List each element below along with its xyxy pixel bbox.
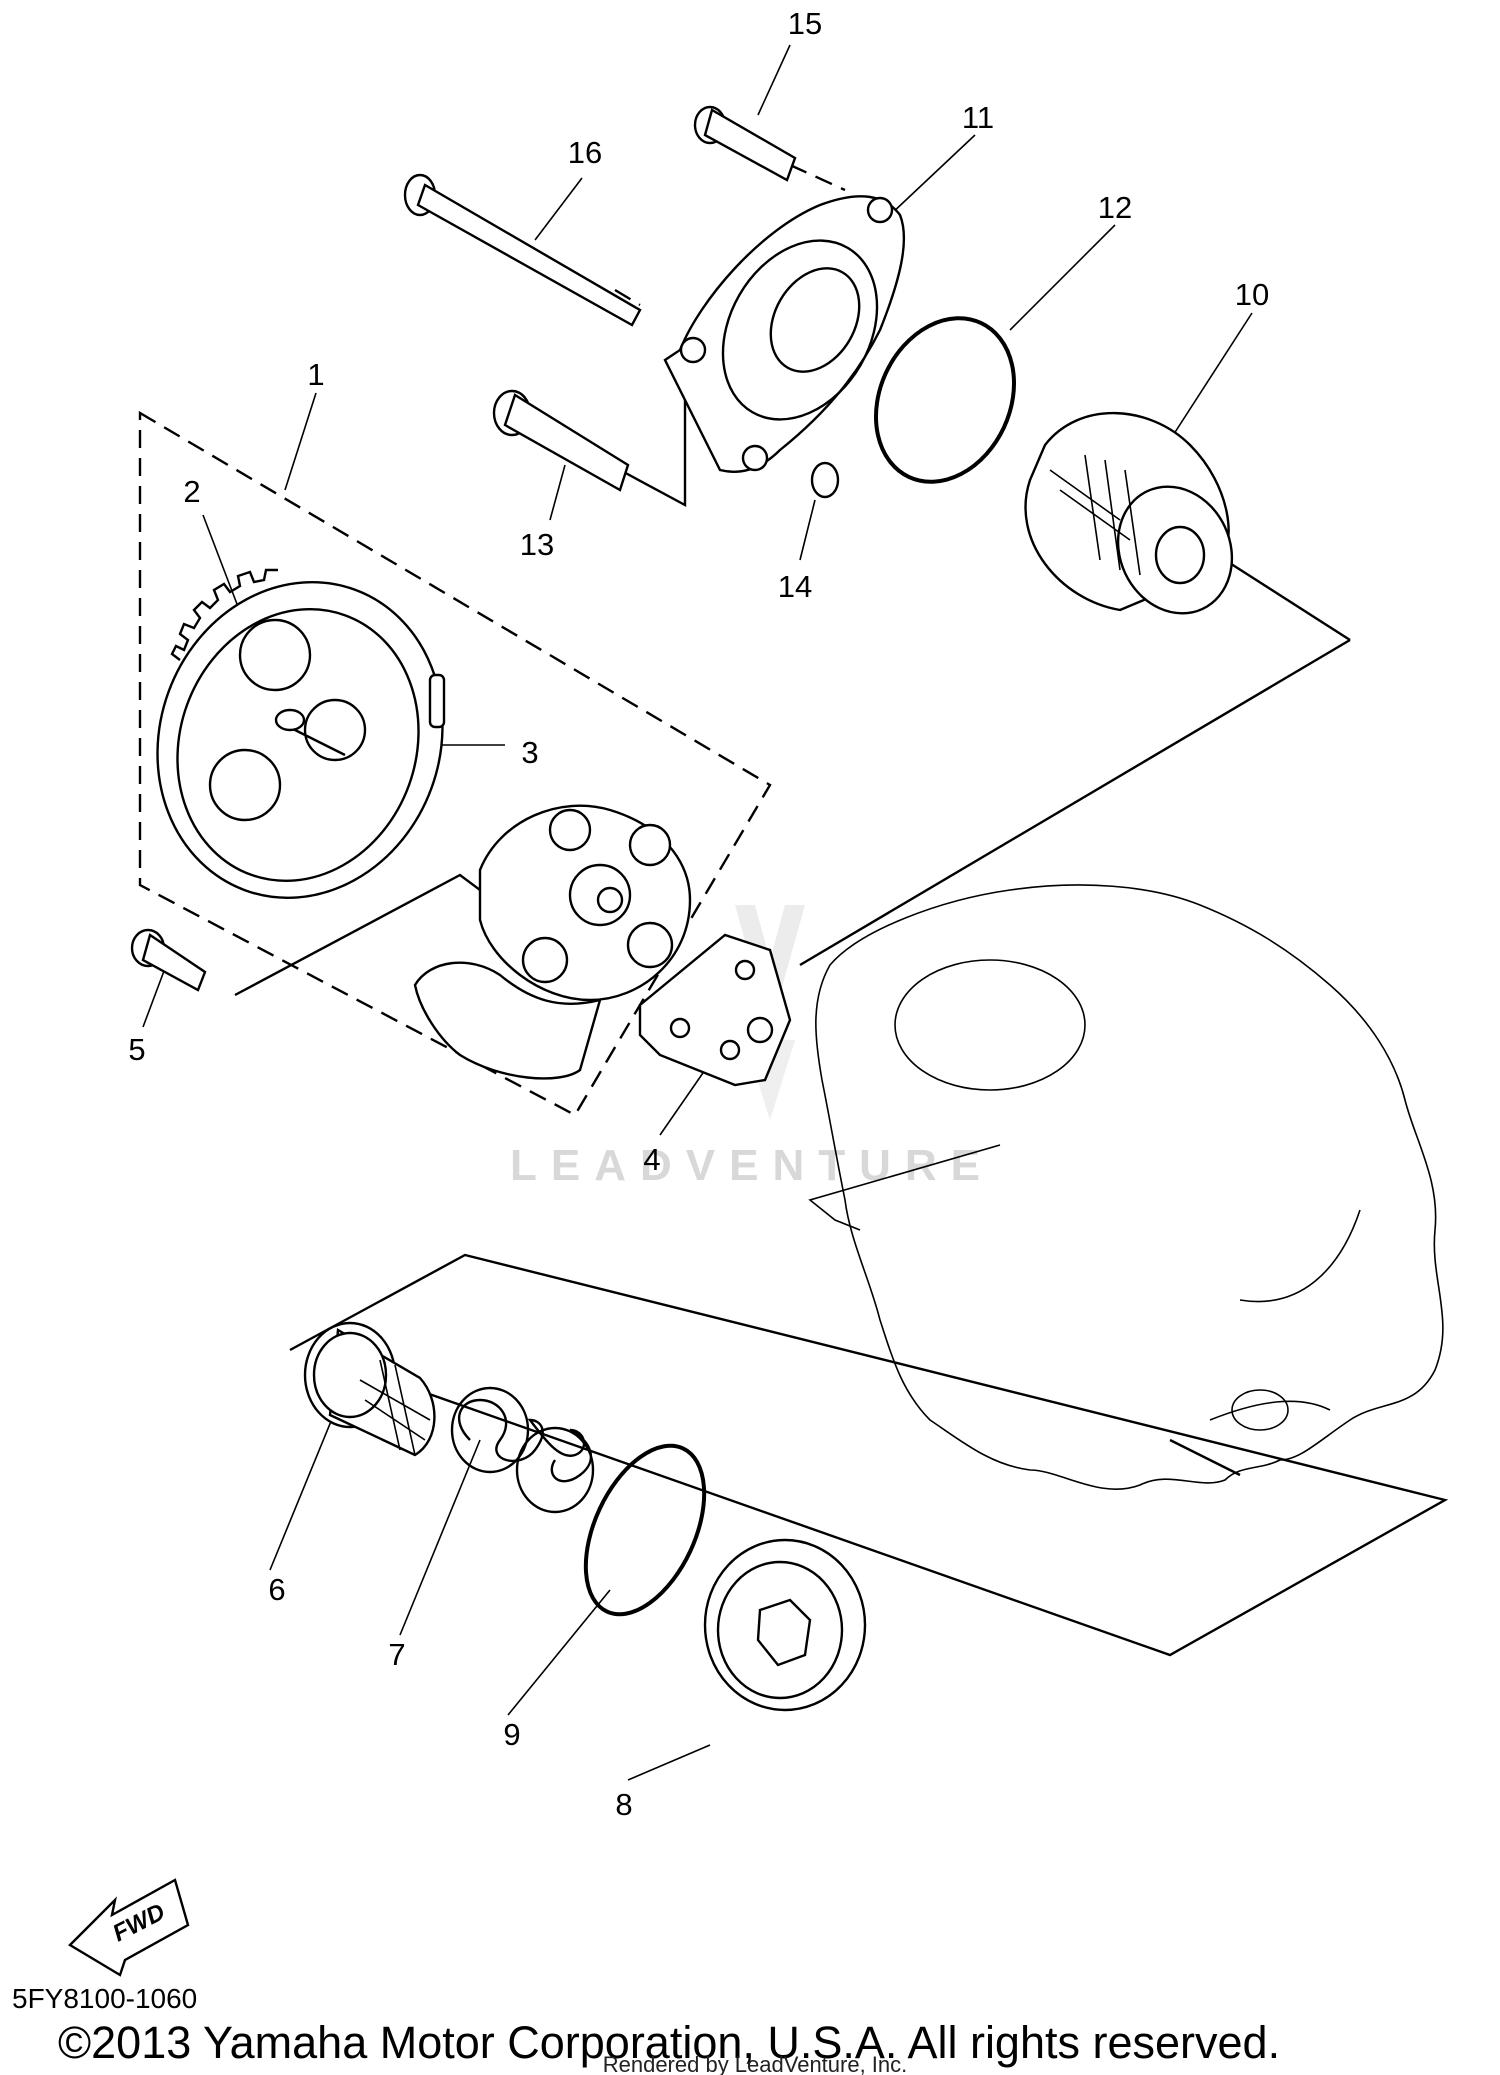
oil-filter-cover: [663, 195, 906, 473]
oil-strainer: [303, 1321, 436, 1457]
callout-13: 13: [520, 527, 554, 562]
watermark-text: LEADVENTURE: [510, 1141, 994, 1190]
relief-spring: [450, 1386, 595, 1514]
callout-2: 2: [183, 474, 200, 509]
oil-pump-assembly-group: [138, 410, 772, 1117]
cover-bolt-flange: [693, 105, 797, 182]
diagram-code: 5FY8100-1060: [12, 1983, 197, 2014]
oil-filter: [1024, 411, 1234, 615]
copyright-notice: ©2013 Yamaha Motor Corporation, U.S.A. A…: [58, 2017, 1280, 2068]
callout-4: 4: [643, 1142, 660, 1177]
callout-11: 11: [962, 100, 994, 135]
leader-lines: [142, 44, 1253, 1781]
drain-plug: [703, 1538, 867, 1712]
oil-pump-body: [413, 804, 692, 1080]
callout-14: 14: [778, 569, 812, 604]
pump-screw: [130, 928, 207, 992]
callout-8: 8: [615, 1787, 632, 1822]
callout-1: 1: [307, 357, 324, 392]
case-contour-line: [1239, 1209, 1361, 1303]
crankcase-outline: [815, 884, 1444, 1490]
rendered-by-notice: Rendered by LeadVenture, Inc.: [603, 2052, 908, 2075]
forward-direction-arrow: FWD: [68, 1878, 190, 1977]
callout-15: 15: [788, 6, 822, 41]
case-contour-line-2: [1209, 1400, 1331, 1421]
callout-6: 6: [268, 1572, 285, 1607]
dowel-pin: [428, 673, 446, 729]
watermark: LEADVENTURE: [510, 905, 994, 1190]
callout-9: 9: [503, 1717, 520, 1752]
crankcase-port: [894, 959, 1086, 1091]
cover-bolt-long: [403, 173, 642, 327]
small-o-ring: [810, 461, 840, 499]
case-boss: [1231, 1389, 1289, 1431]
pump-gasket-plate: [638, 933, 792, 1087]
callout-10: 10: [1235, 277, 1269, 312]
callout-16: 16: [568, 135, 602, 170]
oil-pump-driven-gear: [156, 568, 446, 899]
callout-3: 3: [521, 735, 538, 770]
callout-12: 12: [1098, 190, 1132, 225]
callout-5: 5: [128, 1032, 145, 1067]
drain-plug-o-ring: [583, 1443, 707, 1617]
callout-7: 7: [388, 1637, 405, 1672]
cover-bolt-short: [492, 389, 630, 492]
filter-cover-o-ring: [874, 316, 1016, 484]
callout-numbers: 1 2 3 4 5 6 7 8 9 10 11 12 13 14 15 16: [128, 6, 1269, 1822]
